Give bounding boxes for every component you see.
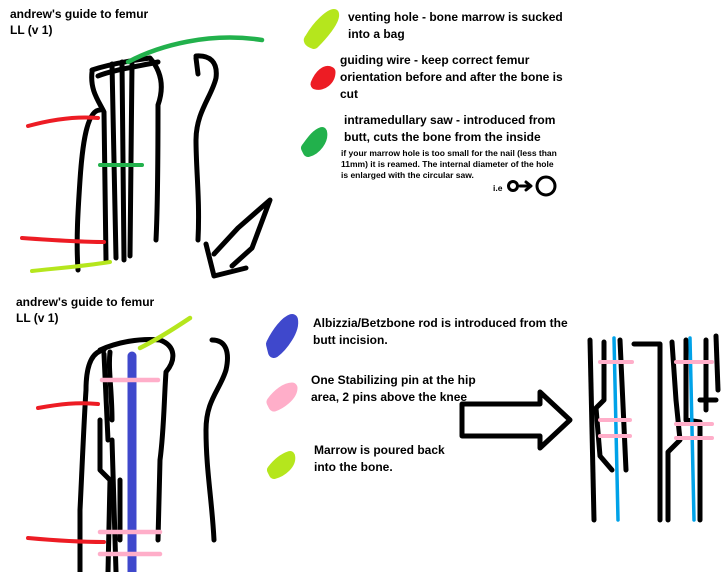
right-arrow bbox=[459, 389, 573, 451]
result-pins bbox=[598, 360, 714, 440]
panel-2-title: andrew's guide to femur LL (v 1) bbox=[16, 295, 155, 325]
guide-wire-icon bbox=[310, 66, 336, 90]
ream-circles-icon bbox=[507, 175, 557, 197]
rod-icon bbox=[266, 314, 299, 358]
result-rod-2 bbox=[688, 336, 696, 522]
venting-hole-bottom bbox=[137, 315, 193, 351]
legend-venting-hole-text: venting hole - bone marrow is sucked int… bbox=[348, 10, 563, 41]
legend-guide-wire-text: guiding wire - keep correct femur orient… bbox=[340, 53, 563, 101]
ream-example-label: i.e bbox=[493, 183, 503, 193]
pin-icon bbox=[266, 382, 298, 412]
venting-hole-lower bbox=[30, 260, 112, 273]
femur-sketch-top bbox=[74, 53, 219, 273]
legend-rod-text: Albizzia/Betzbone rod is introduced from… bbox=[313, 316, 568, 347]
guide-wire-lower bbox=[20, 236, 106, 244]
down-arrow bbox=[203, 197, 273, 279]
guide-wire-upper bbox=[26, 115, 100, 128]
venting-hole-icon bbox=[303, 9, 340, 49]
result-rod-1 bbox=[612, 336, 620, 522]
guide-wire-lower-2 bbox=[26, 536, 106, 544]
ream-note-text: if your marrow hole is too small for the… bbox=[341, 148, 557, 180]
marrow-icon bbox=[267, 451, 296, 479]
venting-tube bbox=[125, 35, 265, 65]
saw-icon bbox=[301, 127, 328, 157]
legend-marrow-text: Marrow is poured back into the bone. bbox=[314, 443, 445, 474]
legend-pin-text: One Stabilizing pin at the hip area, 2 p… bbox=[311, 373, 476, 404]
guide-wire-upper-2 bbox=[36, 401, 100, 410]
panel-1-title: andrew's guide to femur LL (v 1) bbox=[10, 7, 149, 37]
legend-saw-text: intramedullary saw - introduced from but… bbox=[344, 113, 556, 144]
femur-sketch-bottom bbox=[77, 337, 230, 572]
